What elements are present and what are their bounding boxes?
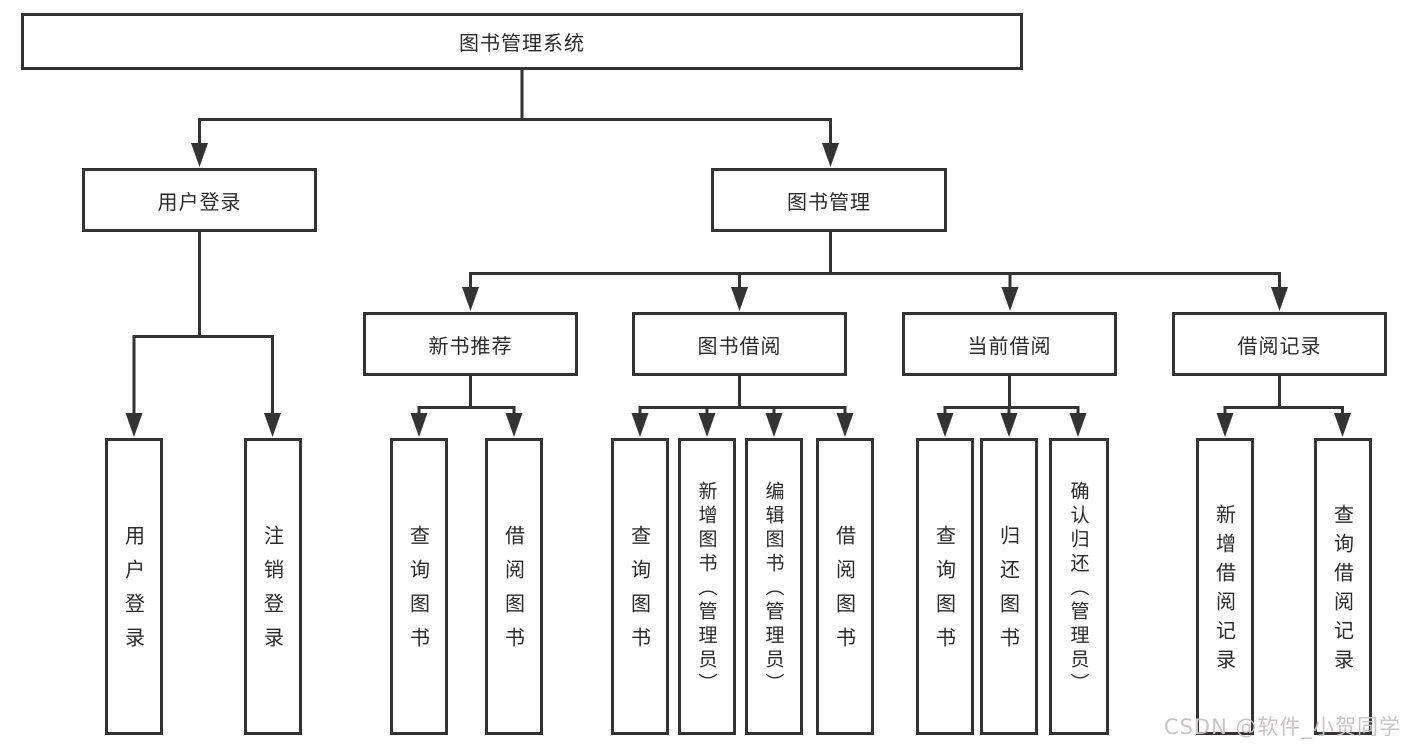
leaf-query-books: 查询图书 <box>390 438 448 735</box>
leaf-user-login: 用户登录 <box>105 438 163 735</box>
arrow-down-icon <box>1000 413 1018 437</box>
connector-borrow-split <box>638 375 847 417</box>
arrow-down-icon <box>836 413 854 437</box>
leaf-label: 查询图书 <box>932 524 957 661</box>
leaf-return-books: 归还图书 <box>980 438 1038 735</box>
node-label: 用户登录 <box>157 189 242 214</box>
leaf-label: 新增借阅记录 <box>1212 503 1237 678</box>
leaf-label: 查询借阅记录 <box>1330 503 1355 678</box>
arrow-down-icon <box>731 287 748 311</box>
leaf-label: 新增图书（管理员） <box>695 480 718 697</box>
arrow-down-icon <box>125 413 143 437</box>
leaf-label: 借阅图书 <box>832 524 857 661</box>
leaf-label: 查询图书 <box>627 524 652 661</box>
node-current-borrow: 当前借阅 <box>902 312 1117 376</box>
leaf-label: 注销登录 <box>260 524 285 661</box>
connector-current-split <box>943 375 1080 417</box>
leaf-query-books: 查询图书 <box>611 438 669 735</box>
leaf-borrow-books: 借阅图书 <box>816 438 874 735</box>
node-label: 当前借阅 <box>967 333 1052 358</box>
arrow-down-icon <box>264 413 281 437</box>
arrow-down-icon <box>1216 413 1234 437</box>
arrow-down-icon <box>822 143 839 167</box>
leaf-label: 编辑图书（管理员） <box>762 480 785 697</box>
node-library-management-system: 图书管理系统 <box>21 13 1023 70</box>
arrow-down-icon <box>936 413 954 437</box>
node-book-management: 图书管理 <box>711 168 947 232</box>
arrow-down-icon <box>698 413 716 437</box>
leaf-edit-books-admin: 编辑图书（管理员） <box>745 438 803 735</box>
leaf-label: 确认归还（管理员） <box>1067 480 1090 697</box>
arrowheads <box>125 143 1351 437</box>
leaf-label: 归还图书 <box>996 524 1021 661</box>
leaf-label: 用户登录 <box>121 524 146 661</box>
arrow-down-icon <box>505 413 523 437</box>
arrow-down-icon <box>1001 287 1019 311</box>
node-borrow-records: 借阅记录 <box>1172 312 1387 376</box>
connector-records-split <box>1223 375 1344 417</box>
connector-new-book-split <box>417 375 516 417</box>
leaf-add-borrow-record: 新增借阅记录 <box>1196 438 1254 735</box>
connector-user-login-split <box>132 232 274 416</box>
arrow-down-icon <box>1271 287 1288 311</box>
node-label: 图书借阅 <box>697 333 782 358</box>
arrow-down-icon <box>410 413 428 437</box>
arrow-down-icon <box>1069 413 1087 437</box>
connector-book-management-split <box>469 232 1281 291</box>
node-user-login: 用户登录 <box>82 168 317 232</box>
leaf-add-books-admin: 新增图书（管理员） <box>678 438 736 735</box>
connector-root-to-level2 <box>198 68 832 146</box>
node-label: 图书管理 <box>787 189 871 214</box>
node-book-borrow: 图书借阅 <box>632 312 847 376</box>
arrow-down-icon <box>765 413 783 437</box>
leaf-query-books: 查询图书 <box>916 438 974 735</box>
arrow-down-icon <box>1334 413 1351 437</box>
node-label: 借阅记录 <box>1237 333 1322 358</box>
leaf-logout: 注销登录 <box>244 438 302 735</box>
arrow-down-icon <box>462 287 479 311</box>
arrow-down-icon <box>191 143 208 167</box>
leaf-query-borrow-record: 查询借阅记录 <box>1314 438 1372 735</box>
leaf-label: 借阅图书 <box>501 524 526 661</box>
node-label: 新书推荐 <box>428 333 513 358</box>
leaf-borrow-books: 借阅图书 <box>485 438 543 735</box>
leaf-confirm-return-admin: 确认归还（管理员） <box>1049 438 1109 735</box>
node-new-book-recommend: 新书推荐 <box>363 312 578 376</box>
leaf-label: 查询图书 <box>406 524 431 661</box>
arrow-down-icon <box>631 413 649 437</box>
node-label: 图书管理系统 <box>459 31 585 55</box>
